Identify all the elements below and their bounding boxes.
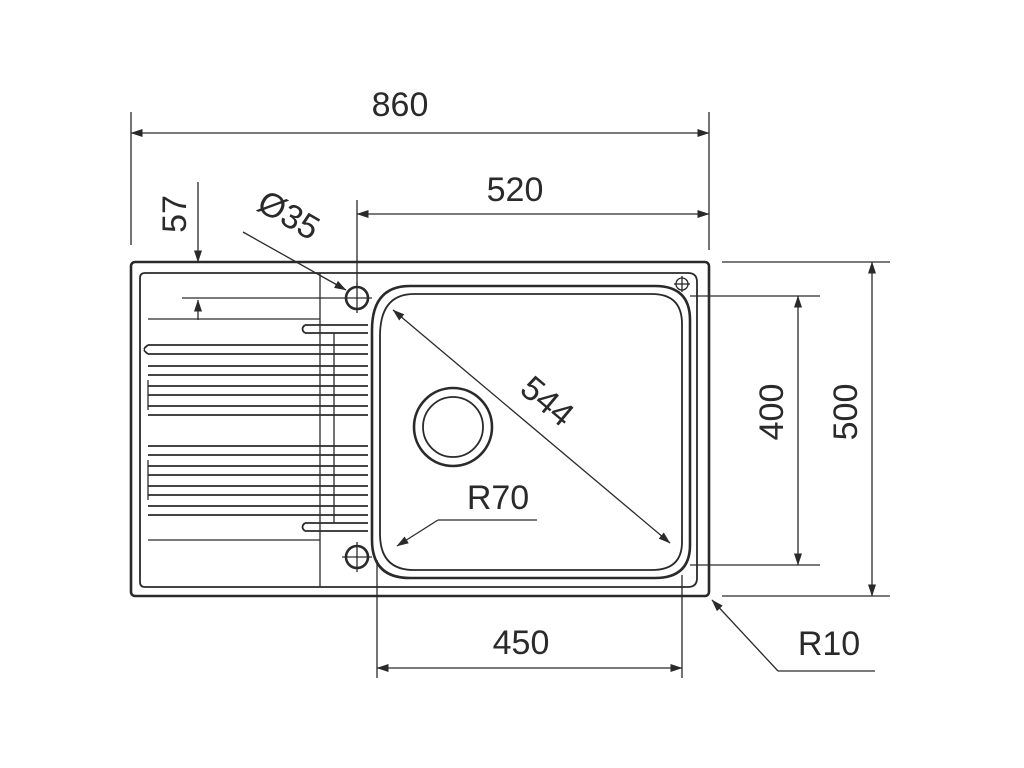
dimension-label: 860 xyxy=(372,86,429,124)
dimension-bowl-radius: R70 xyxy=(396,479,537,547)
leader-line xyxy=(396,519,439,547)
dimension-label: R70 xyxy=(467,479,529,517)
dimension-bowl-width-upper: 520 xyxy=(356,171,710,285)
dimension-label: 500 xyxy=(827,384,865,441)
drainer-rib xyxy=(148,365,368,376)
sink-bowl xyxy=(370,284,692,580)
dimension-line xyxy=(392,309,671,544)
dimension-diagonal: 544 xyxy=(392,309,671,544)
drainer-ribs xyxy=(143,318,368,541)
dimension-label: R10 xyxy=(798,625,860,663)
sink-outline xyxy=(129,260,711,598)
drainer-rib xyxy=(148,445,368,456)
drainer-rib xyxy=(143,344,368,355)
sink-outer-rim xyxy=(129,260,711,598)
dimension-overall-height: 500 xyxy=(722,261,890,597)
leader-line xyxy=(242,231,347,291)
overflow-mark xyxy=(674,276,690,292)
dimension-label: Ø35 xyxy=(251,183,326,248)
dimension-bowl-width-lower: 450 xyxy=(376,560,683,678)
dimension-hole-diameter: Ø35 xyxy=(242,183,347,291)
drain-outer-ring xyxy=(412,386,494,468)
drainer-top-channel xyxy=(301,324,368,334)
dimension-label: 450 xyxy=(493,624,550,662)
dimension-edge-offset: 57 xyxy=(156,182,342,320)
bowl-outer-edge xyxy=(370,284,692,580)
bowl-inner-edge xyxy=(379,293,683,571)
drainer-rib xyxy=(148,385,368,396)
drainer-rib xyxy=(148,485,368,496)
drainer-area xyxy=(143,273,368,587)
tap-hole-bottom xyxy=(342,542,372,572)
drainer-rib xyxy=(148,505,368,516)
dimension-overall-width: 860 xyxy=(130,86,710,250)
dimension-bowl-height: 400 xyxy=(690,295,820,566)
sink-inner-rim xyxy=(139,272,698,588)
drain-inner-ring xyxy=(422,396,484,458)
leader-line xyxy=(711,599,779,672)
drainer-bottom-channel xyxy=(301,522,368,532)
drainer-rib xyxy=(148,405,368,416)
dimension-label: 57 xyxy=(156,195,194,233)
drainer-rib xyxy=(148,465,368,476)
dimension-outer-radius: R10 xyxy=(711,599,875,672)
tap-hole-top xyxy=(342,283,372,313)
dimension-label: 544 xyxy=(513,369,581,435)
dimension-label: 400 xyxy=(753,384,791,441)
dimension-label: 520 xyxy=(487,171,544,209)
